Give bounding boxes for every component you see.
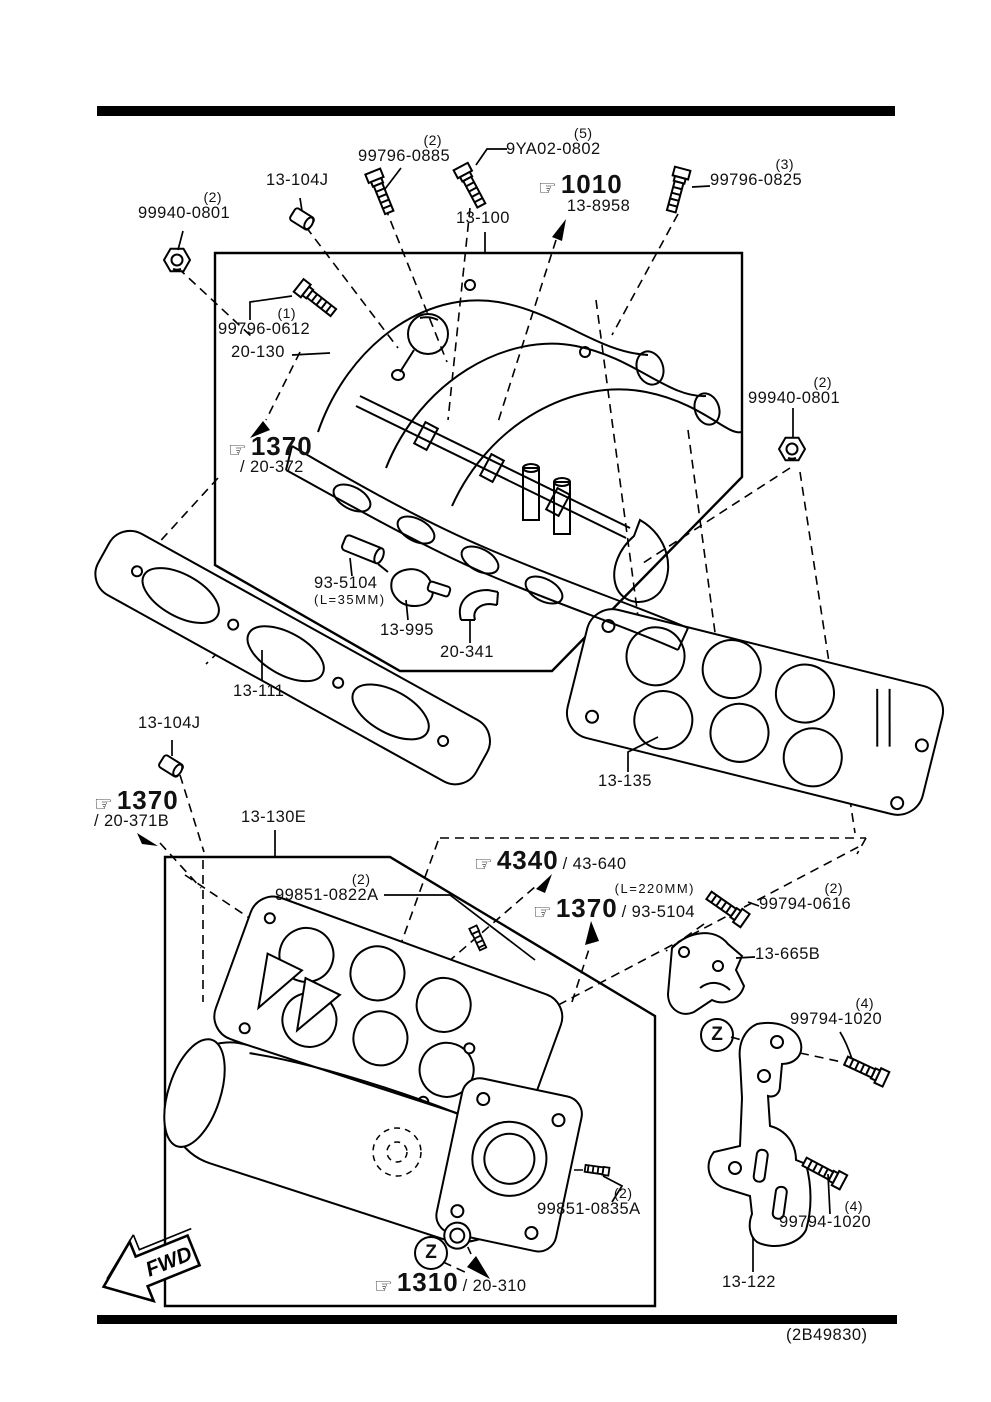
top-rule — [97, 106, 895, 116]
pointing-hand-icon: ☞ — [474, 852, 493, 876]
pointer-arrowheads — [137, 219, 599, 1279]
qty-badge: (1) — [277, 305, 297, 321]
stud-icon — [468, 924, 488, 952]
clip-icon — [156, 753, 186, 780]
callout-20-130: 20-130 — [231, 343, 285, 361]
z-reference-mark: Z — [700, 1018, 734, 1052]
stud-icon — [583, 1163, 611, 1177]
throttle-flange-drawing — [435, 1077, 583, 1253]
callout-13-111: 13-111 — [233, 682, 285, 700]
callout-13-995: 13-995 — [380, 621, 434, 639]
callout-93-5104: 93-5104 (L=35MM) — [314, 574, 386, 608]
lower-assembly-box — [163, 855, 657, 1308]
callout-99794-0616: (2) 99794-0616 — [759, 880, 852, 913]
bottom-rule — [97, 1315, 897, 1324]
bolt-icon — [662, 165, 692, 215]
callout-1370-93-5104: (L=220MM) ☞ 1370 / 93-5104 — [533, 881, 695, 924]
callout-13-100: 13-100 — [456, 209, 510, 227]
bolt-icon — [364, 167, 398, 217]
qty-badge: (2) — [813, 374, 833, 390]
callout-13-122: 13-122 — [722, 1273, 776, 1291]
bolt-icon — [841, 1052, 891, 1088]
callout-99940-0801-left: (2) 99940-0801 — [138, 189, 231, 222]
callout-13-665b: 13-665B — [755, 945, 821, 963]
z-reference-mark: Z — [414, 1236, 448, 1270]
valve-13995-drawing — [377, 563, 452, 607]
callout-13-104j-top: 13-104J — [266, 171, 329, 189]
bolt-icon — [703, 887, 751, 929]
callout-99794-1020-upper: (4) 99794-1020 — [790, 995, 883, 1028]
qty-badge: (2) — [351, 871, 371, 887]
plenum-dashed-detail — [372, 1127, 422, 1177]
hose-935104-drawing — [341, 534, 385, 565]
pointing-hand-icon: ☞ — [228, 438, 247, 462]
callout-20-341: 20-341 — [440, 643, 494, 661]
nut-icon — [163, 247, 191, 273]
upper-assembly-box — [213, 251, 744, 673]
pointing-hand-icon: ☞ — [533, 899, 552, 924]
pointing-hand-icon: ☞ — [94, 792, 113, 816]
nut-icon — [778, 436, 806, 462]
solid-leaders — [171, 148, 853, 1272]
callout-1010-13-8958: ☞ 1010 13-8958 — [538, 169, 631, 215]
elbow-hose-20341-drawing — [458, 588, 499, 621]
qty-badge: (2) — [613, 1185, 633, 1201]
callout-13-130e: 13-130E — [241, 808, 307, 826]
callout-13-135: 13-135 — [598, 772, 652, 790]
callout-4340-43-640: ☞ 4340 / 43-640 — [474, 845, 627, 876]
callout-99940-0801-right: (2) 99940-0801 — [748, 374, 841, 407]
qty-badge: (3) — [775, 156, 795, 172]
page-code: (2B49830) — [786, 1326, 868, 1344]
bracket-13665b-drawing — [666, 932, 746, 1015]
callout-9ya02-0802: (5) 9YA02-0802 — [506, 125, 601, 158]
fwd-arrow-icon: FWD — [101, 1227, 202, 1304]
callout-1370-20-372: ☞ 1370 / 20-372 — [228, 431, 313, 476]
callout-99796-0825: (3) 99796-0825 — [710, 156, 803, 189]
callout-99796-0885: (2) 99796-0885 — [358, 132, 451, 165]
qty-badge: (2) — [824, 880, 844, 896]
callout-99794-1020-lower: (4) 99794-1020 — [779, 1198, 872, 1231]
lower-gasket-plate-drawing — [213, 895, 564, 1138]
length-note: (L=35MM) — [314, 592, 386, 608]
callout-99851-0835a: (2) 99851-0835A — [537, 1185, 641, 1218]
callout-99796-0612: (1) 99796-0612 — [218, 305, 311, 338]
intake-manifold-drawing — [285, 279, 742, 651]
gasket-13111-drawing — [94, 529, 491, 786]
qty-badge: (2) — [203, 189, 223, 205]
callout-13-104j-lower: 13-104J — [138, 714, 201, 732]
pointing-hand-icon: ☞ — [374, 1274, 393, 1298]
callout-99851-0822a: (2) 99851-0822A — [275, 871, 379, 904]
gasket-13135-drawing — [565, 608, 945, 816]
qty-badge: (2) — [423, 132, 443, 148]
callout-1310-20-310: ☞ 1310 / 20-310 — [374, 1267, 527, 1298]
qty-badge: (4) — [844, 1198, 864, 1214]
bolt-icon — [452, 161, 490, 211]
callout-1370-20-371b: ☞ 1370 / 20-371B — [94, 785, 179, 830]
pointing-hand-icon: ☞ — [538, 176, 557, 200]
qty-badge: (5) — [573, 125, 593, 141]
length-note: (L=220MM) — [614, 881, 695, 896]
qty-badge: (4) — [855, 995, 875, 1011]
bracket-13122-drawing — [707, 1022, 812, 1247]
